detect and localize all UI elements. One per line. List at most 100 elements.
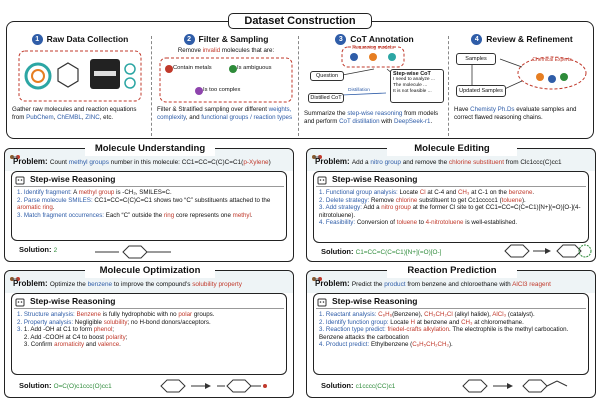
problem-part: AlCl3 reagent <box>512 281 551 288</box>
reasoning-steps: 1. Reactant analysis: C₆H₆(Benzene), CH₃… <box>319 311 584 349</box>
step-part: at the former Cl site to get CC1=CC=C(C=… <box>319 204 581 219</box>
step-part: at chloromethane. <box>472 318 524 326</box>
molecule-icon <box>10 277 20 281</box>
step-part: nitro group <box>381 204 411 212</box>
stage-label: Raw Data Collection <box>46 34 129 44</box>
problem-part: number in this molecule: CC1=CC=C(C)C=C1… <box>108 159 244 166</box>
step-part: 4. Product predict: <box>319 341 371 349</box>
solution: Solution: C1=CC=C(C=C1)[N+](=O)[O-] <box>321 247 441 256</box>
stage-label: Filter & Sampling <box>198 34 269 44</box>
problem-part: nitro group <box>370 159 401 166</box>
desc-part: , etc. <box>99 113 114 121</box>
p-xylene-structure <box>95 245 171 259</box>
problem-part: to improve the compound's <box>112 281 193 288</box>
solution-label: Solution: <box>321 247 354 256</box>
reasoning-step: 4. Feasibility: Conversion of toluene to… <box>319 219 584 227</box>
step-part: 4. Feasibility: <box>319 219 357 227</box>
reasoning-divider <box>316 186 586 187</box>
step-part: polarity <box>105 333 126 341</box>
reasoning-steps: 1. Functional group analysis: Locate Cl … <box>319 189 584 227</box>
step-part: at benzene and <box>414 318 462 326</box>
solution: Solution: c1cccc(CC)c1 <box>321 381 395 390</box>
reasoning-box: Step-wise Reasoning 1. Functional group … <box>313 171 589 243</box>
stage-header: 2 Filter & Sampling <box>155 33 297 45</box>
step-part: 1. Reactant analysis: <box>319 311 379 318</box>
problem-part: ) <box>268 159 271 166</box>
reasoning-heading: Step-wise Reasoning <box>30 296 116 306</box>
reasoning-step: 1. Structure analysis: Benzene is fully … <box>17 311 282 319</box>
step-part: . <box>250 211 253 219</box>
stage-description: Gather raw molecules and reaction equati… <box>12 106 148 121</box>
task-molecule-understanding: Molecule Understanding Problem: Count me… <box>4 142 294 262</box>
molecule-icon <box>312 277 322 281</box>
task-header-band <box>307 149 595 171</box>
step-part: A <box>73 189 79 196</box>
stage-number: 3 <box>335 33 347 45</box>
reasoning-divider <box>14 186 284 187</box>
desc-part: Have <box>454 106 471 113</box>
step-part: groups. <box>192 311 215 318</box>
desc-part: evaluate samples and correct flawed reas… <box>454 106 577 121</box>
stage-header: 1 Raw Data Collection <box>10 33 150 45</box>
problem-part: product <box>384 281 406 288</box>
step-part: Add a <box>363 204 382 212</box>
task-problem: Problem: Optimize the benzene to improve… <box>13 280 289 289</box>
reasoning-step: 3. Add strategy: Add a nitro group at th… <box>319 204 584 219</box>
optimization-structure <box>160 379 267 393</box>
step-part: to <box>417 219 426 227</box>
step-part: CH₃ <box>461 318 473 326</box>
reasoning-steps: 1. Structure analysis: Benzene is fully … <box>17 311 282 349</box>
step-part: phenol <box>93 326 113 334</box>
task-header-band <box>5 149 293 171</box>
step-part: 1. Identify fragment: <box>17 189 74 196</box>
nitrotoluene-structure <box>504 244 592 258</box>
reasoning-step: 4. Product predict: Ethylbenzene (C₆H₅CH… <box>319 341 584 349</box>
step-part: 1. Structure analysis: <box>17 311 77 318</box>
solution: Solution: O=C(O)c1ccc(O)cc1 <box>19 381 112 390</box>
filter-criteria-graphic <box>159 57 293 103</box>
stage-label: Review & Refinement <box>486 34 573 44</box>
stage-divider <box>298 36 299 136</box>
solution-label: Solution: <box>19 381 52 390</box>
stage-filter-sampling: 2 Filter & Sampling Remove invalid molec… <box>155 33 297 137</box>
task-title: Molecule Understanding <box>85 142 215 156</box>
reasoning-step: 3. Confirm aromaticity and valence. <box>17 341 282 349</box>
problem-part: solubility property <box>192 281 242 288</box>
cot-line: I need to analyze ... <box>393 77 435 82</box>
step-part: CH₃CH₂Cl <box>424 311 453 318</box>
desc-part: with <box>379 117 395 125</box>
stage-number: 4 <box>471 33 483 45</box>
step-part: 3. <box>17 326 24 334</box>
step-part: aromatic ring <box>17 204 53 212</box>
desc-part: Filter & Stratified sampling over differ… <box>157 106 269 113</box>
stage-header: 4 Review & Refinement <box>452 33 592 45</box>
robot-icon <box>15 298 25 307</box>
distilled-cot-box: Distilled CoT <box>308 93 344 103</box>
problem-part: benzene <box>87 281 113 288</box>
step-part: valence <box>97 341 120 349</box>
step-part: methyl <box>232 211 251 219</box>
distillation-label: Distillation <box>348 88 370 93</box>
reasoning-step: 3. Reaction type predict: friedel-crafts… <box>319 326 584 341</box>
solution-label: Solution: <box>321 381 354 390</box>
robot-icon <box>317 298 327 307</box>
solution-value: C1=CC=C(C=C1)[N+](=O)[O-] <box>355 249 442 256</box>
step-part: Benzene <box>76 311 101 318</box>
step-part: 2. Identify function group: <box>319 318 391 326</box>
problem-part: Optimize the <box>49 281 88 288</box>
desc-part: Summarize the <box>304 110 348 117</box>
step-part: Each “C” outside the <box>105 211 164 219</box>
desc-part: , <box>53 113 58 121</box>
reasoning-heading: Step-wise Reasoning <box>332 174 418 184</box>
solution-value: O=C(O)c1ccc(O)cc1 <box>53 383 112 390</box>
stage-header: 3 CoT Annotation <box>302 33 447 45</box>
step-part: and <box>84 341 98 349</box>
step-part: chlorine <box>395 196 418 204</box>
step-part: aromaticity <box>54 341 85 349</box>
problem-label: Problem: <box>315 157 352 166</box>
step-part: toluene <box>396 219 418 227</box>
cot-arrows <box>331 46 405 96</box>
step-part: 3. Add strategy: <box>319 204 364 212</box>
step-part: is fully hydrophobic with no <box>100 311 179 318</box>
stage-divider <box>151 36 152 136</box>
